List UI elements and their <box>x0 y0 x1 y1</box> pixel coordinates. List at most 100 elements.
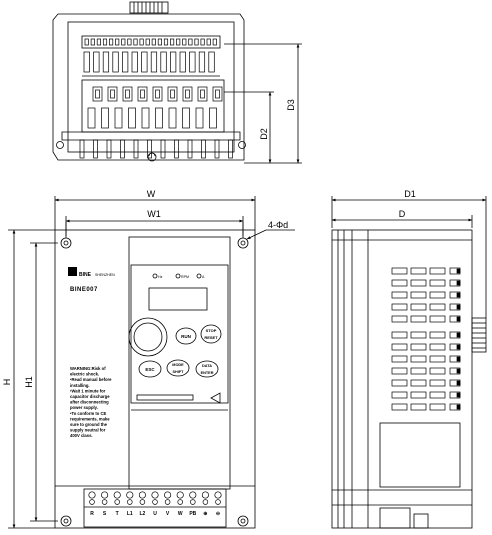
power-terminal <box>92 86 103 102</box>
vent-slot <box>429 403 446 411</box>
control-pin <box>182 38 187 46</box>
control-pin <box>133 38 138 46</box>
front-view <box>8 196 295 529</box>
slot <box>155 107 163 129</box>
control-pin <box>151 38 156 46</box>
control-pin <box>96 38 101 46</box>
shift-label: SHIFT <box>173 370 185 374</box>
control-pin <box>200 38 205 46</box>
dim-d2-label: D2 <box>259 128 269 140</box>
terminal-screw-icon <box>126 491 134 499</box>
power-terminal <box>107 86 118 102</box>
brand-name: BINE <box>79 272 92 278</box>
heatsink-fin <box>93 139 98 159</box>
side-label-plate <box>379 422 461 488</box>
mounting-hole <box>237 515 249 527</box>
top-view-outline <box>52 13 245 161</box>
front-enclosure <box>54 229 256 529</box>
vent-mark <box>456 316 461 322</box>
side-enclosure <box>331 229 473 529</box>
terminal-screw-icon <box>88 491 96 499</box>
vent-slot <box>410 391 427 399</box>
control-pin <box>206 38 211 46</box>
terminal-screw <box>185 89 190 99</box>
slot <box>168 107 177 129</box>
power-terminal <box>152 86 163 102</box>
vent-slot <box>429 267 446 275</box>
control-pin <box>176 38 181 46</box>
top-knob <box>129 1 169 14</box>
mode-shift-button[interactable] <box>166 359 190 377</box>
slot <box>128 107 136 129</box>
vent-slot <box>429 343 446 351</box>
terminal-label: T <box>116 511 119 517</box>
control-pin <box>84 38 89 46</box>
data-enter-button[interactable] <box>195 360 219 378</box>
slot <box>189 51 196 73</box>
esc-label: ESC <box>145 367 155 372</box>
terminal-label: L1 <box>127 511 133 517</box>
led-label-a: A <box>202 275 205 279</box>
stop-reset-button[interactable] <box>200 324 222 344</box>
model-name: BINE007 <box>70 287 98 293</box>
warning-line: capacitor discharge <box>70 394 110 399</box>
slot <box>209 107 217 129</box>
slot <box>83 51 90 73</box>
power-terminal <box>137 86 148 102</box>
enter-label: ENTER <box>201 371 214 375</box>
warning-line: •Read manual before <box>70 377 112 382</box>
terminal-screw-icon <box>151 491 159 499</box>
vent-slot <box>410 343 427 351</box>
vent-slot <box>429 379 446 387</box>
brand-logo-icon <box>68 267 77 276</box>
vent-mark <box>456 332 461 338</box>
vent-mark <box>456 292 461 298</box>
slot <box>102 51 110 73</box>
vent-slot <box>391 331 408 339</box>
vent-slot <box>429 391 446 399</box>
side-knob <box>471 317 487 353</box>
dim-w1-label: W1 <box>147 209 161 219</box>
vent-slot <box>429 315 446 323</box>
heatsink-fin <box>79 139 85 159</box>
dim-w-label: W <box>147 189 156 199</box>
speed-knob[interactable] <box>128 317 168 357</box>
vent-slot <box>391 279 408 287</box>
terminal-screw-icon <box>215 499 221 505</box>
terminal-screw-icon <box>177 499 183 505</box>
terminal-screw-icon <box>176 491 184 499</box>
terminal-screw <box>125 89 130 99</box>
slot <box>131 51 138 73</box>
vent-slot <box>410 315 427 323</box>
terminal-screw <box>170 89 175 99</box>
terminal-screw-icon <box>127 499 133 505</box>
terminal-screw-icon <box>201 491 209 499</box>
vent-slot <box>391 367 408 375</box>
vent-mark <box>456 404 461 410</box>
mounting-hole <box>60 515 72 527</box>
esc-button[interactable] <box>138 360 162 378</box>
run-label: RUN <box>181 334 191 339</box>
run-button[interactable] <box>175 327 197 345</box>
led-rpm-icon <box>175 273 181 279</box>
power-terminal <box>167 86 178 102</box>
vent-mark <box>456 356 461 362</box>
warning-line: requirements, make <box>70 416 110 421</box>
control-pin <box>139 38 144 46</box>
vent-slot <box>429 367 446 375</box>
warning-line: installing. <box>70 383 90 388</box>
heatsink-fin <box>174 139 179 159</box>
slot <box>141 51 148 73</box>
vent-slot <box>391 355 408 363</box>
vent-mark <box>456 368 461 374</box>
control-pin <box>102 38 108 46</box>
terminal-screw <box>200 89 205 99</box>
slot <box>198 51 206 73</box>
terminal-label: W <box>178 511 183 517</box>
control-pin <box>212 38 217 46</box>
vent-slot <box>410 403 427 411</box>
vent-slot <box>410 291 427 299</box>
